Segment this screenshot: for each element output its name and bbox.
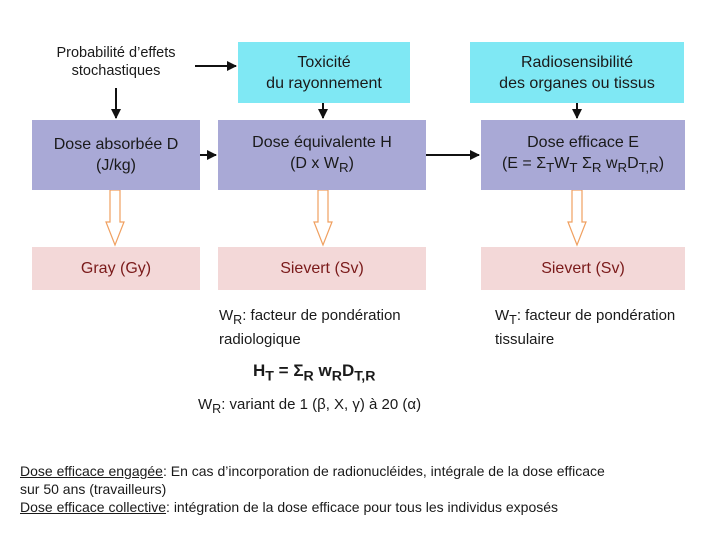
equivalent-dose-formula: (D x WR) xyxy=(290,154,354,176)
footer-definitions: Dose efficace engagée: En cas d’incorpor… xyxy=(20,462,710,516)
wt-definition: WT: facteur de pondération tissulaire xyxy=(495,307,676,348)
hollow-arrow-equivalent-to-sievert xyxy=(313,189,333,247)
toxicity-box: Toxicité du rayonnement xyxy=(238,42,410,103)
ht-formula: HT = ΣR wRDT,R xyxy=(253,361,376,385)
effective-dose-formula: (E = ΣTWT ΣR wRDT,R) xyxy=(501,154,665,176)
collective-dose-definition: Dose efficace collective: intégration de… xyxy=(20,499,559,515)
engaged-dose-definition: Dose efficace engagée: En cas d’incorpor… xyxy=(20,463,605,479)
gray-unit-box: Gray (Gy) xyxy=(32,247,200,290)
equivalent-dose-box: Dose équivalente H (D x WR) xyxy=(218,120,426,190)
wr-variant-note: WR: variant de 1 (β, Χ, γ) à 20 (α) xyxy=(198,396,422,416)
hollow-arrow-absorbed-to-gray xyxy=(105,189,125,247)
wr-definition: WR: facteur de pondération radiologique xyxy=(219,307,401,348)
sievert-effective-box: Sievert (Sv) xyxy=(481,247,685,290)
radiosensitivity-box: Radiosensibilité des organes ou tissus xyxy=(470,42,684,103)
sievert-equivalent-box: Sievert (Sv) xyxy=(218,247,426,290)
absorbed-dose-box: Dose absorbée D (J/kg) xyxy=(32,120,200,190)
effective-dose-box: Dose efficace E (E = ΣTWT ΣR wRDT,R) xyxy=(481,120,685,190)
hollow-arrow-effective-to-sievert xyxy=(567,189,587,247)
stochastic-effects-label: Probabilité d’effets stochastiques xyxy=(56,45,176,79)
